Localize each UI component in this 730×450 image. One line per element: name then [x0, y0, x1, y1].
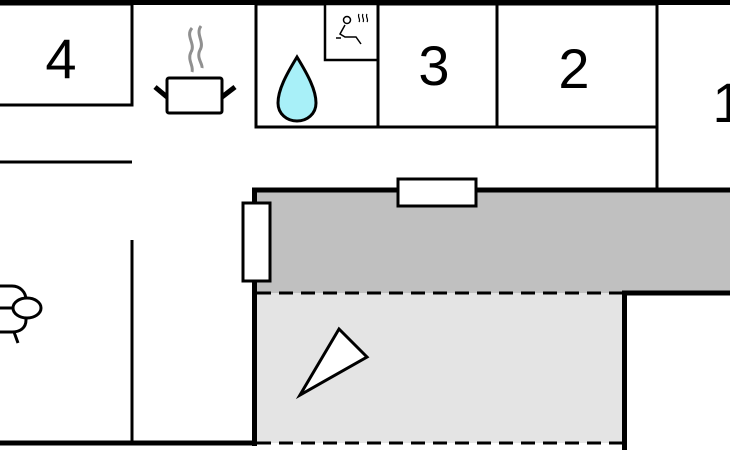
- open-terrace: [257, 293, 622, 443]
- armchair-icon: [0, 284, 43, 344]
- water-drop-icon: [276, 54, 318, 123]
- window: [241, 201, 272, 283]
- cooking-pot-icon: [153, 25, 237, 115]
- room-4: [0, 2, 134, 107]
- room-4-label: 4: [45, 27, 76, 90]
- room-1-label: 1: [712, 71, 730, 134]
- window: [396, 177, 478, 208]
- compass-triangle-icon: [295, 326, 370, 400]
- covered-terrace: [254, 190, 730, 293]
- annex-room: [622, 290, 730, 450]
- room-3-label: 3: [418, 34, 449, 97]
- sauna-icon: [323, 2, 380, 62]
- room-2-label: 2: [558, 37, 589, 100]
